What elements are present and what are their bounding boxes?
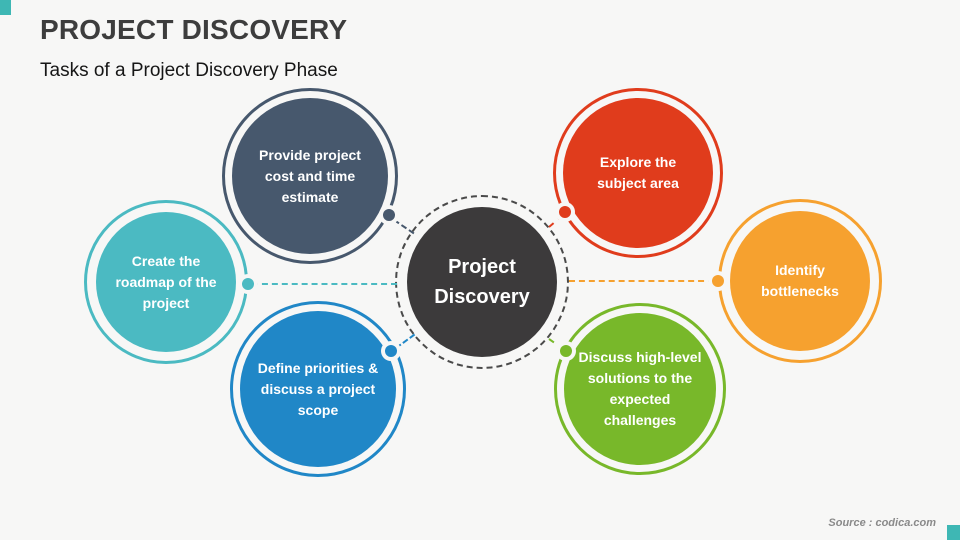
page-title: PROJECT DISCOVERY [40, 14, 348, 45]
corner-accent-bottom-right [947, 525, 960, 540]
node-cost-estimate-label: Provide project cost and time estimate [259, 146, 361, 205]
connector-dot-priorities [385, 345, 397, 357]
connector-priorities-line [395, 333, 416, 349]
node-bottlenecks-circle: Identify bottlenecks [730, 211, 870, 351]
connector-dot-explore-subject [559, 206, 571, 218]
node-priorities-circle: Define priorities & discuss a project sc… [240, 311, 396, 467]
connector-roadmap-line [252, 283, 397, 285]
node-center-label: Project Discovery [434, 256, 530, 308]
node-bottlenecks: Identify bottlenecks [718, 199, 882, 363]
node-roadmap-label: Create the roadmap of the project [115, 252, 217, 311]
node-center-circle: Project Discovery [407, 207, 557, 357]
node-solutions: Discuss high-level solutions to the expe… [554, 303, 726, 475]
node-explore-subject-circle: Explore the subject area [563, 98, 713, 248]
node-cost-estimate: Provide project cost and time estimate [222, 88, 398, 264]
connector-bottlenecks-line [569, 280, 714, 282]
connector-dot-solutions [560, 345, 572, 357]
node-priorities-label: Define priorities & discuss a project sc… [257, 359, 379, 418]
page-subtitle: Tasks of a Project Discovery Phase [40, 60, 338, 81]
node-explore-subject: Explore the subject area [553, 88, 723, 258]
node-cost-estimate-circle: Provide project cost and time estimate [232, 98, 388, 254]
source-credit: Source : codica.com [828, 517, 936, 529]
node-explore-subject-label: Explore the subject area [597, 154, 679, 191]
connector-dot-roadmap [242, 278, 254, 290]
node-solutions-circle: Discuss high-level solutions to the expe… [564, 313, 716, 465]
node-center-ring: Project Discovery [395, 195, 569, 369]
connector-dot-bottlenecks [712, 275, 724, 287]
node-roadmap-circle: Create the roadmap of the project [96, 212, 236, 352]
connector-cost-estimate-line [393, 219, 415, 235]
node-bottlenecks-label: Identify bottlenecks [761, 262, 839, 299]
corner-accent-top-left [0, 0, 11, 15]
node-priorities: Define priorities & discuss a project sc… [230, 301, 406, 477]
node-roadmap: Create the roadmap of the project [84, 200, 248, 364]
node-solutions-label: Discuss high-level solutions to the expe… [578, 349, 702, 428]
connector-dot-cost-estimate [383, 209, 395, 221]
